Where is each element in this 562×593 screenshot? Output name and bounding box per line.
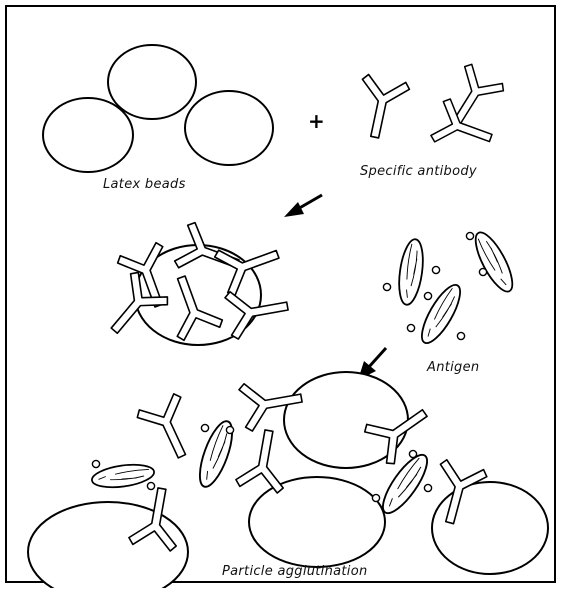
antigens xyxy=(383,228,519,348)
binding-site xyxy=(457,332,464,339)
antigen-icon xyxy=(91,461,156,490)
binding-site xyxy=(147,482,154,489)
binding-site xyxy=(432,266,439,273)
latex-bead xyxy=(108,45,196,119)
latex-bead xyxy=(43,98,133,172)
particle-agglutination-label: Particle agglutination xyxy=(222,564,368,579)
binding-site xyxy=(407,324,414,331)
antigen-icon xyxy=(469,228,519,297)
antibody-icon xyxy=(135,392,204,467)
latex-beads xyxy=(43,45,273,172)
binding-site xyxy=(92,460,99,467)
antigen-icon xyxy=(376,449,435,519)
latex-bead xyxy=(28,502,188,588)
arrow-icon xyxy=(284,195,322,217)
binding-site xyxy=(201,424,208,431)
binding-site xyxy=(383,283,390,290)
agglutination-lattice xyxy=(28,372,548,588)
antigen-icon xyxy=(396,238,427,306)
latex-bead xyxy=(432,482,548,574)
free-antibodies xyxy=(351,62,506,160)
binding-site xyxy=(424,484,431,491)
antibody-icon xyxy=(438,62,507,135)
binding-site xyxy=(479,268,486,275)
binding-site xyxy=(409,450,416,457)
binding-site xyxy=(372,494,379,501)
binding-site xyxy=(226,426,233,433)
binding-site xyxy=(424,292,431,299)
antibody-coated-bead xyxy=(96,221,292,346)
antibody-icon xyxy=(351,73,410,142)
binding-site xyxy=(466,232,473,239)
antigen-label: Antigen xyxy=(426,360,479,375)
specific-antibody-label: Specific antibody xyxy=(360,164,477,179)
plus-sign: + xyxy=(308,109,325,133)
latex-bead xyxy=(249,477,385,567)
latex-beads-label: Latex beads xyxy=(103,177,186,192)
latex-bead xyxy=(185,91,273,165)
